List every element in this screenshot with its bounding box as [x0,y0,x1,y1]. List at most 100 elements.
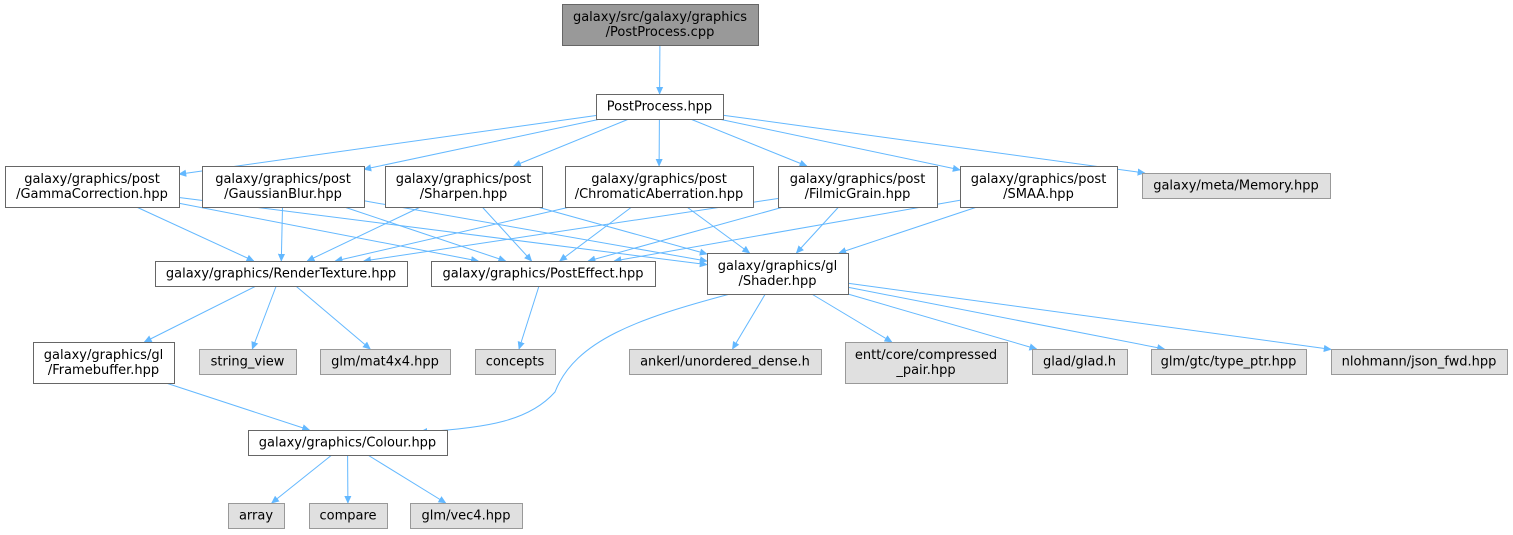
node-box [155,261,408,287]
node-vec4: glm/vec4.hpp [410,503,523,529]
edges-layer [136,44,1332,504]
edge-rendertexture-to-mat4x4 [295,285,371,350]
edge-chromatic-to-rendertexture [334,206,571,263]
node-box [1032,349,1128,375]
node-root[interactable]: galaxy/src/galaxy/graphics/PostProcess.c… [562,4,759,46]
edge-postprocess_hpp-to-gamma [178,115,597,177]
node-label: galaxy/graphics/post [971,172,1107,187]
node-box [228,503,285,529]
node-label: entt/core/compressed [855,348,997,363]
node-label: galaxy/graphics/post [790,172,926,187]
node-box [248,430,448,456]
node-concepts: concepts [475,349,556,375]
node-glad: glad/glad.h [1032,349,1128,375]
node-label: galaxy/graphics/RenderTexture.hpp [166,267,396,282]
node-json-fwd: nlohmann/json_fwd.hpp [1331,349,1508,375]
node-posteffect[interactable]: galaxy/graphics/PostEffect.hpp [431,261,656,287]
edge-chromatic-to-posteffect [559,206,632,262]
node-box [385,166,543,208]
node-box [778,166,938,208]
edge-filmic-to-rendertexture [363,198,779,264]
node-type-ptr: glm/gtc/type_ptr.hpp [1151,349,1307,375]
node-smaa[interactable]: galaxy/graphics/post/SMAA.hpp [960,166,1118,208]
edge-filmic-to-posteffect [587,206,784,263]
node-filmic[interactable]: galaxy/graphics/post/FilmicGrain.hpp [778,166,938,208]
edge-shader-to-colour [419,293,731,436]
node-label: galaxy/graphics/post [24,172,160,187]
node-label: /FilmicGrain.hpp [805,187,911,202]
node-box [565,166,754,208]
edge-sharpen-to-posteffect [481,206,533,262]
node-box [629,349,822,375]
node-box [1331,349,1508,375]
node-framebuffer[interactable]: galaxy/graphics/gl/Framebuffer.hpp [33,342,175,384]
node-rendertexture[interactable]: galaxy/graphics/RenderTexture.hpp [155,261,408,287]
node-label: glad/glad.h [1043,355,1116,370]
node-box [1151,349,1307,375]
node-box [960,166,1118,208]
node-label: compare [319,509,376,524]
edge-gaussian-to-posteffect [344,206,507,263]
node-label: array [239,509,273,524]
node-memory: galaxy/meta/Memory.hpp [1142,173,1331,199]
node-sharpen[interactable]: galaxy/graphics/post/Sharpen.hpp [385,166,543,208]
edge-shader-to-unordered_dense [732,293,766,350]
node-gaussian[interactable]: galaxy/graphics/post/GaussianBlur.hpp [202,166,365,208]
edge-postprocess_hpp-to-memory [722,114,1146,176]
node-box [410,503,523,529]
node-label: galaxy/graphics/gl [718,259,837,274]
node-label: /Shader.hpp [738,274,816,289]
edge-postprocess_hpp-to-gaussian [363,118,601,172]
edge-gaussian-to-shader [363,200,708,264]
node-unordered-dense: ankerl/unordered_dense.h [629,349,822,375]
edge-shader-to-type_ptr [847,286,1166,352]
node-shader[interactable]: galaxy/graphics/gl/Shader.hpp [707,253,849,295]
node-label: glm/vec4.hpp [422,509,511,524]
edge-colour-to-vec4 [367,454,447,504]
node-label: glm/gtc/type_ptr.hpp [1161,355,1297,370]
edge-postprocess_hpp-to-sharpen [512,118,630,167]
edge-gaussian-to-rendertexture [277,206,286,262]
node-string-view: string_view [199,349,297,375]
edge-shader-to-compressed_pair [811,293,893,343]
node-gamma[interactable]: galaxy/graphics/post/GammaCorrection.hpp [5,166,180,208]
node-box [431,261,656,287]
node-label: galaxy/graphics/gl [44,348,163,363]
node-label: glm/mat4x4.hpp [331,355,439,370]
node-colour[interactable]: galaxy/graphics/Colour.hpp [248,430,448,456]
edge-gamma-to-shader [178,197,708,268]
node-box [707,253,849,295]
node-chromatic[interactable]: galaxy/graphics/post/ChromaticAberration… [565,166,754,208]
node-label: galaxy/graphics/post [591,172,727,187]
node-label: galaxy/graphics/post [215,172,351,187]
node-label: /PostProcess.cpp [606,25,715,40]
node-label: concepts [486,355,545,370]
edge-rendertexture-to-framebuffer [143,285,257,343]
node-postprocess-hpp[interactable]: PostProcess.hpp [596,94,724,120]
node-box [475,349,556,375]
edge-shader-to-glad [847,293,1038,351]
edge-colour-to-array [271,454,333,504]
node-mat4x4: glm/mat4x4.hpp [320,349,451,375]
nodes-layer: galaxy/src/galaxy/graphics/PostProcess.c… [5,4,1508,529]
edge-framebuffer-to-colour [165,382,311,432]
node-label: galaxy/meta/Memory.hpp [1153,179,1319,194]
node-box [33,342,175,384]
edge-posteffect-to-concepts [517,285,540,350]
edge-sharpen-to-rendertexture [306,206,421,262]
node-label: galaxy/graphics/post [396,172,532,187]
edge-postprocess_hpp-to-filmic [690,118,808,167]
edge-shader-to-json_fwd [847,282,1332,352]
node-box [562,4,759,46]
node-box [199,349,297,375]
node-label: ankerl/unordered_dense.h [640,355,810,370]
node-label: galaxy/src/galaxy/graphics [573,10,747,25]
node-box [596,94,724,120]
node-label: galaxy/graphics/Colour.hpp [259,436,436,451]
edge-rendertexture-to-string_view [251,285,277,350]
node-label: /SMAA.hpp [1003,187,1074,202]
node-box [1142,173,1331,199]
node-compare: compare [309,503,388,529]
node-label: /Framebuffer.hpp [48,363,159,378]
